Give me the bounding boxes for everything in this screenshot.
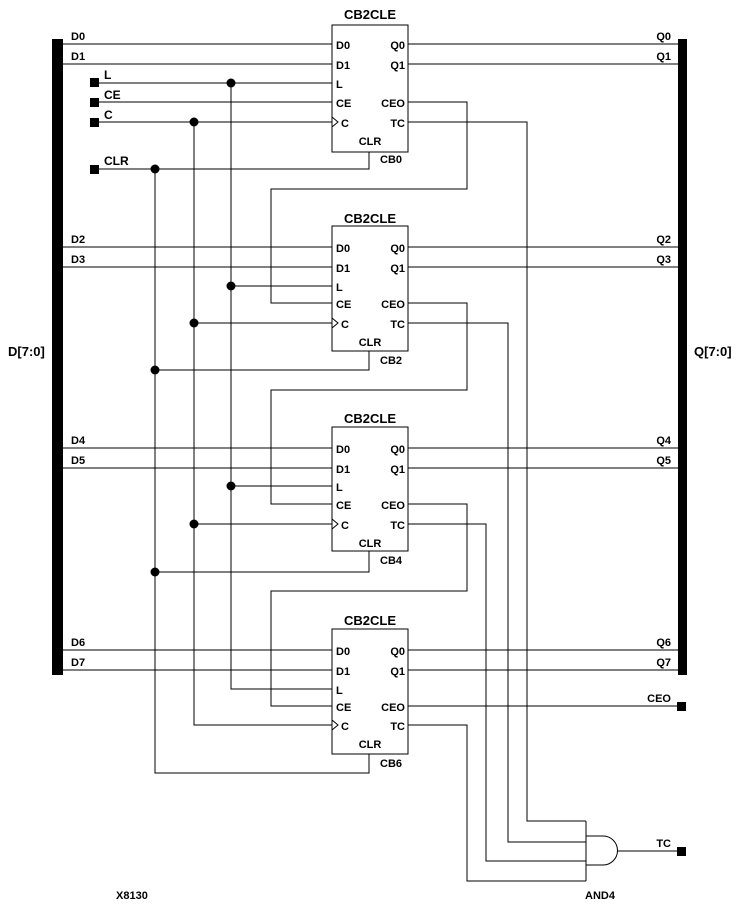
- pin-tc: TC: [390, 319, 405, 331]
- pin-l: L: [336, 685, 343, 697]
- pin-ceo: CEO: [381, 500, 405, 512]
- l-junction-dot: [226, 78, 236, 88]
- counter-box: [331, 628, 409, 755]
- bus-q-label: Q3: [656, 254, 671, 266]
- pin-l: L: [336, 79, 343, 91]
- input-bus: [52, 39, 63, 675]
- bus-q-label: Q5: [656, 455, 671, 467]
- pin-q1: Q1: [390, 263, 405, 275]
- pin-clr: CLR: [359, 739, 382, 751]
- tc-output-label: TC: [656, 838, 671, 850]
- pin-ce: CE: [336, 702, 351, 714]
- counter-block-cb2: CB2CLE CB2 D0 D1 L CE C Q0 Q1 CEO TC CLR: [331, 211, 409, 367]
- pin-q0: Q0: [390, 40, 405, 52]
- bus-d-label: D3: [71, 254, 85, 266]
- counter-type-label: CB2CLE: [344, 211, 396, 226]
- pin-q0: Q0: [390, 444, 405, 456]
- pin-d0: D0: [336, 646, 350, 658]
- clock-marker: [331, 317, 339, 329]
- pin-ce: CE: [336, 299, 351, 311]
- pin-ce: CE: [336, 98, 351, 110]
- c-input-label: C: [104, 108, 113, 122]
- output-bus-label: Q[7:0]: [694, 344, 732, 359]
- pin-clr: CLR: [359, 337, 382, 349]
- ce-input-pin: [90, 98, 99, 107]
- and4-gate: [585, 835, 618, 866]
- clr-input-pin: [90, 165, 99, 174]
- pin-q1: Q1: [390, 464, 405, 476]
- bus-q-label: Q7: [656, 657, 671, 669]
- pin-q1: Q1: [390, 666, 405, 678]
- pin-d1: D1: [336, 464, 350, 476]
- instance-label: CB2: [380, 355, 402, 367]
- bus-d-label: D2: [71, 234, 85, 246]
- pin-clr: CLR: [359, 136, 382, 148]
- clr-junction-dot: [150, 164, 160, 174]
- pin-l: L: [336, 282, 343, 294]
- pin-tc: TC: [390, 721, 405, 733]
- pin-c: C: [341, 721, 349, 733]
- pin-d0: D0: [336, 444, 350, 456]
- bus-d-label: D7: [71, 657, 85, 669]
- output-bus: [678, 39, 687, 675]
- input-bus-label: D[7:0]: [8, 344, 45, 359]
- pin-d1: D1: [336, 263, 350, 275]
- bus-d-label: D4: [71, 435, 86, 447]
- instance-label: CB0: [380, 154, 402, 166]
- ce-input-label: CE: [104, 88, 121, 102]
- pin-c: C: [341, 520, 349, 532]
- bus-d-label: D1: [71, 51, 85, 63]
- ceo-output-label: CEO: [647, 693, 671, 705]
- pin-q1: Q1: [390, 60, 405, 72]
- pin-clr: CLR: [359, 538, 382, 550]
- counter-box: [331, 225, 409, 352]
- figure-id: X8130: [116, 890, 148, 902]
- bus-q-label: Q0: [656, 31, 671, 43]
- pin-q0: Q0: [390, 646, 405, 658]
- pin-c: C: [341, 319, 349, 331]
- bus-q-label: Q6: [656, 637, 671, 649]
- pin-ce: CE: [336, 500, 351, 512]
- pin-d0: D0: [336, 243, 350, 255]
- c-junction-dot: [189, 117, 199, 127]
- pin-l: L: [336, 482, 343, 494]
- pin-ceo: CEO: [381, 702, 405, 714]
- counter-type-label: CB2CLE: [344, 7, 396, 22]
- l-input-pin: [90, 78, 99, 87]
- counter-block-cb4: CB2CLE CB4 D0 D1 L CE C Q0 Q1 CEO TC CLR: [331, 411, 409, 567]
- clr-input-label: CLR: [104, 154, 129, 168]
- clock-marker: [331, 518, 339, 530]
- pin-c: C: [341, 118, 349, 130]
- pin-d1: D1: [336, 60, 350, 72]
- counter-block-cb0: CB2CLE CB0 D0 D1 L CE C Q0 Q1 CEO TC CLR: [331, 7, 409, 166]
- bus-q-label: Q4: [656, 435, 672, 447]
- instance-label: CB4: [380, 555, 403, 567]
- and4-label: AND4: [585, 890, 616, 902]
- bus-q-label: Q2: [656, 234, 671, 246]
- tc-output-pin: [677, 847, 686, 856]
- bus-q-label: Q1: [656, 51, 671, 63]
- counter-type-label: CB2CLE: [344, 411, 396, 426]
- counter-box: [331, 24, 409, 153]
- c-input-pin: [90, 118, 99, 127]
- counter-box: [331, 426, 409, 552]
- clock-marker: [331, 116, 339, 128]
- pin-d0: D0: [336, 40, 350, 52]
- counter-block-cb6: CB2CLE CB6 D0 D1 L CE C Q0 Q1 CEO TC CLR: [331, 613, 409, 770]
- pin-q0: Q0: [390, 243, 405, 255]
- counter-type-label: CB2CLE: [344, 613, 396, 628]
- pin-ceo: CEO: [381, 299, 405, 311]
- bus-d-label: D0: [71, 31, 85, 43]
- clock-marker: [331, 719, 339, 731]
- pin-ceo: CEO: [381, 98, 405, 110]
- ceo-output-pin: [677, 702, 686, 711]
- bus-d-label: D6: [71, 637, 85, 649]
- instance-label: CB6: [380, 758, 402, 770]
- pin-tc: TC: [390, 520, 405, 532]
- pin-tc: TC: [390, 118, 405, 130]
- pin-d1: D1: [336, 666, 350, 678]
- l-input-label: L: [104, 68, 111, 82]
- bus-d-label: D5: [71, 455, 85, 467]
